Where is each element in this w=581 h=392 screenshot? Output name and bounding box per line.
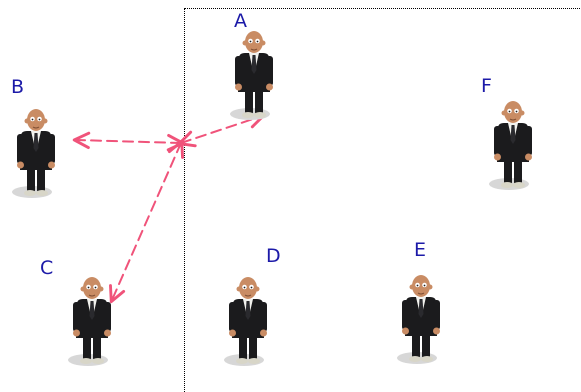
dotted-region-border	[184, 8, 581, 392]
arrow-junction-to-c	[109, 139, 184, 304]
person-figure-e	[396, 274, 441, 365]
person-label-b: B	[11, 76, 25, 98]
person-figure-d	[223, 276, 268, 367]
person-figure-c	[67, 276, 112, 367]
person-label-a: A	[234, 10, 247, 32]
person-figure-a	[229, 30, 274, 121]
person-label-e: E	[414, 239, 427, 261]
person-figure-f	[488, 100, 533, 191]
person-label-c: C	[40, 257, 54, 279]
person-figure-b	[11, 108, 56, 199]
arrow-junction-to-a	[177, 111, 266, 148]
person-label-d: D	[266, 245, 281, 267]
person-label-f: F	[481, 75, 492, 97]
